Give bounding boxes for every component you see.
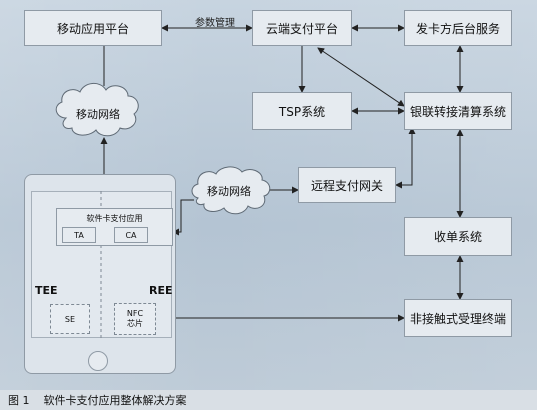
node-cloud-payment-platform: 云端支付平台 [252,10,352,46]
software-card-app-label: 软件卡支付应用 [86,214,143,223]
node-remote-payment-gateway: 远程支付网关 [298,167,396,203]
label-tee: TEE [35,284,58,297]
nfc-chip-label-line2: 芯片 [127,319,143,328]
edge-label-param-management: 参数管理 [195,18,235,29]
node-se: SE [50,304,90,334]
cloud-mobile-network-top [55,83,139,137]
node-issuer-backend: 发卡方后台服务 [404,10,512,46]
label-ree: REE [149,284,173,297]
figure-caption: 图 1 软件卡支付应用整体解决方案 [0,390,537,410]
phone-home-button [88,351,108,371]
node-contactless-terminal: 非接触式受理终端 [404,299,512,337]
edge-app-cloud-mid [172,199,194,236]
node-unionpay-clearing: 银联转接清算系统 [404,92,512,130]
node-ca: CA [114,227,148,243]
nfc-chip-label-line1: NFC [126,309,144,318]
cloud-label-top: 移动网络 [76,108,120,121]
caption-figure-number: 图 1 [8,394,30,407]
node-nfc-chip: NFC 芯片 [114,303,156,335]
node-acquiring-system: 收单系统 [404,217,512,256]
edge-cloud-unionpay [317,47,405,107]
cloud-mobile-network-mid [191,166,271,215]
caption-title: 软件卡支付应用整体解决方案 [43,394,187,407]
node-ta: TA [62,227,96,243]
node-mobile-app-platform: 移动应用平台 [24,10,162,46]
cloud-label-mid: 移动网络 [207,185,251,198]
edge-gateway-unionpay [395,127,416,189]
node-tsp-system: TSP系统 [252,92,352,130]
